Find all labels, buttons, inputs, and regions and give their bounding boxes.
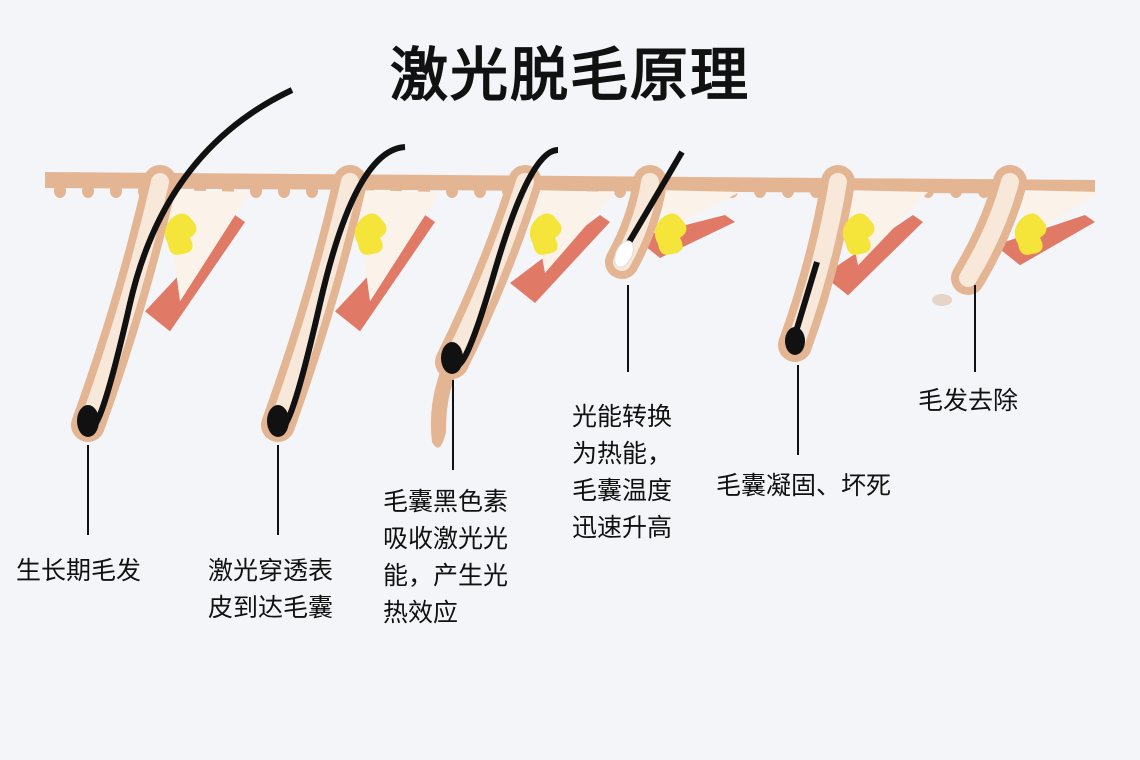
- arrector-pili-muscle: [823, 215, 923, 296]
- follicle-inner: [786, 173, 847, 354]
- hair-shaft: [792, 261, 820, 336]
- hair-bulb: [441, 342, 463, 374]
- epidermis-ridge: [474, 184, 486, 198]
- hair-bulb: [785, 327, 805, 355]
- stage-2-label: 激光穿透表 皮到达毛囊: [208, 556, 334, 622]
- hair-bulb: [77, 405, 99, 437]
- arrector-pili-muscle: [995, 215, 1095, 266]
- hair-bulb: [614, 240, 634, 268]
- epidermis-ridge: [278, 184, 290, 198]
- hair-bulb: [267, 405, 289, 437]
- sebaceous-gland: [164, 213, 197, 255]
- epidermis-ridge: [978, 184, 990, 198]
- hair-shaft: [625, 150, 685, 246]
- epidermis-ridge: [54, 184, 66, 198]
- epidermis-ridge: [782, 184, 794, 198]
- stage-4-label: 光能转换 为热能， 毛囊温度 迅速升高: [572, 402, 673, 542]
- epidermis-ridge: [110, 184, 122, 198]
- sebaceous-gland: [354, 213, 387, 255]
- follicle-inner: [79, 173, 169, 434]
- sebaceous-gland: [654, 213, 687, 255]
- diagram-title: 激光脱毛原理: [389, 41, 750, 109]
- epidermis-ridge: [82, 184, 94, 198]
- sebaceous-gland: [1014, 213, 1047, 255]
- hair-debris: [932, 294, 952, 306]
- epidermis-ridge: [614, 184, 626, 198]
- epidermis-ridge: [250, 184, 262, 198]
- epidermis-ridge: [446, 184, 458, 198]
- follicle-inner: [269, 173, 359, 434]
- arrector-pili-muscle: [510, 215, 610, 303]
- sebaceous-gland: [529, 213, 562, 255]
- epidermis-ridge: [754, 184, 766, 198]
- stage-6-label: 毛发去除: [918, 386, 1019, 415]
- stage-1-label: 生长期毛发: [16, 556, 142, 585]
- follicle-inner: [959, 173, 1019, 287]
- stage-3-label: 毛囊黑色素 吸收激光光 能，产生光 热效应: [383, 487, 509, 627]
- epidermis-ridge: [306, 184, 318, 198]
- melted-tissue: [430, 362, 458, 448]
- stage-5-label: 毛囊凝固、坏死: [716, 471, 892, 500]
- epidermis-ridge: [950, 184, 962, 198]
- sebaceous-gland: [842, 213, 875, 255]
